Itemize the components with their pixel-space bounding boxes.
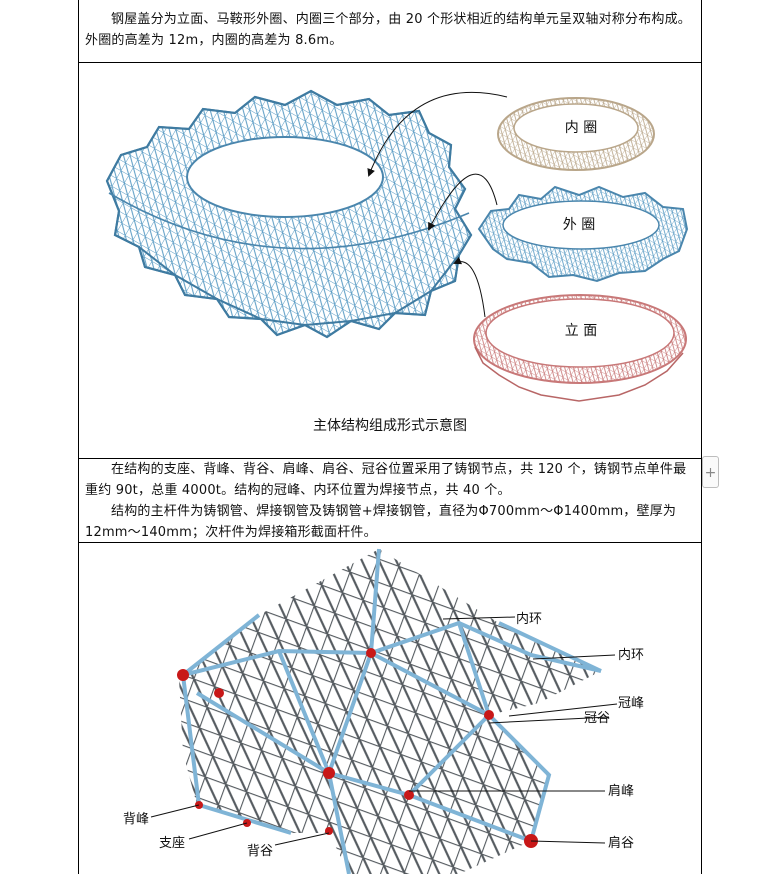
nodes-cell: 在结构的支座、背峰、背谷、肩峰、肩谷、冠谷位置采用了铸钢节点，共 120 个，铸… — [79, 459, 701, 543]
figure2-cell: 内环 内环 冠峰 冠谷 肩峰 肩谷 背峰 支座 背谷 — [79, 543, 701, 874]
label-shoulder-peak: 肩峰 — [608, 783, 634, 799]
intro-paragraph: 钢屋盖分为立面、马鞍形外圈、内圈三个部分，由 20 个形状相近的结构单元呈双轴对… — [85, 12, 692, 48]
label-inner-ring-b: 内环 — [618, 647, 644, 663]
arrow-outer-ring — [428, 173, 498, 231]
outer-ring-part: 外 圈 — [477, 185, 689, 283]
inner-ring-label: 内 圈 — [565, 120, 597, 136]
arrow-inner-ring — [367, 92, 508, 177]
figure1-caption: 主体结构组成形式示意图 — [313, 418, 467, 434]
roof-composition-diagram: 内 圈 外 圈 立 面 — [105, 89, 689, 402]
label-shoulder-valley: 肩谷 — [608, 835, 634, 851]
facade-part: 立 面 — [473, 294, 687, 402]
outer-ring-label: 外 圈 — [563, 217, 595, 233]
insert-row-button[interactable]: + — [702, 456, 719, 488]
figure1-cell: 内 圈 外 圈 立 面 主体结构组成形式示意图 — [79, 63, 701, 459]
label-back-valley: 背谷 — [247, 844, 273, 859]
main-roof-ring — [105, 89, 473, 339]
label-support: 支座 — [159, 836, 185, 851]
facade-label: 立 面 — [565, 323, 597, 339]
label-crown-peak: 冠峰 — [618, 696, 644, 711]
document-page: 钢屋盖分为立面、马鞍形外圈、内圈三个部分，由 20 个形状相近的结构单元呈双轴对… — [78, 0, 702, 874]
inner-ring-part: 内 圈 — [497, 97, 655, 171]
structural-node-diagram: 内环 内环 冠峰 冠谷 肩峰 肩谷 背峰 支座 背谷 — [123, 548, 644, 874]
structure-frame — [177, 548, 602, 874]
members-paragraph: 结构的主杆件为铸钢管、焊接钢管及铸钢管+焊接钢管，直径为Φ700mm～Φ1400… — [85, 504, 677, 540]
arrow-facade — [453, 256, 486, 318]
leader-lines — [150, 616, 618, 846]
label-inner-ring-a: 内环 — [516, 611, 542, 627]
nodes-paragraph: 在结构的支座、背峰、背谷、肩峰、肩谷、冠谷位置采用了铸钢节点，共 120 个，铸… — [85, 462, 687, 498]
label-crown-valley: 冠谷 — [584, 711, 610, 726]
intro-cell: 钢屋盖分为立面、马鞍形外圈、内圈三个部分，由 20 个形状相近的结构单元呈双轴对… — [79, 0, 701, 63]
label-back-peak: 背峰 — [123, 812, 149, 827]
